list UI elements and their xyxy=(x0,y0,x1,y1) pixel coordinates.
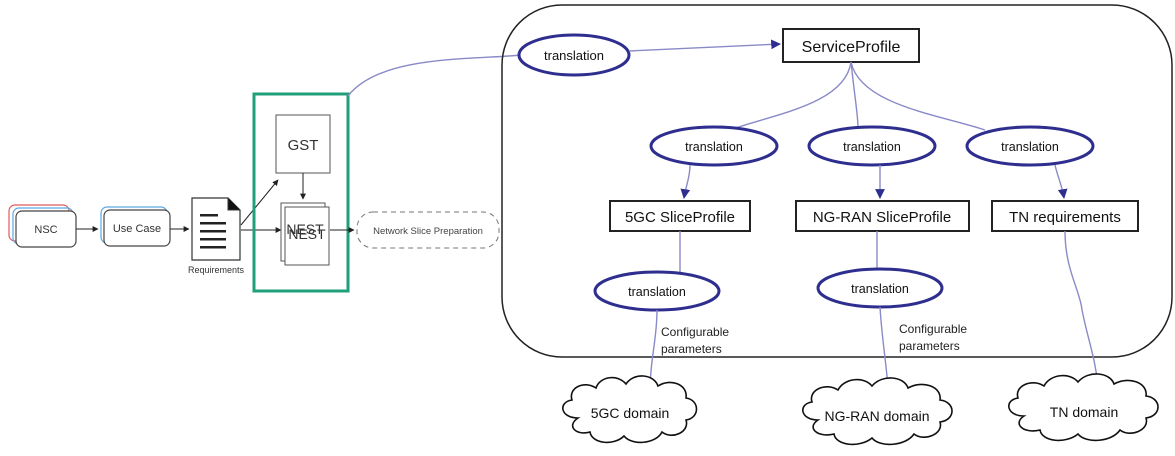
translation-label-5gc-lower: translation xyxy=(628,285,686,299)
translation-ellipse-top xyxy=(517,33,631,77)
translation-label-tn: translation xyxy=(1001,140,1059,154)
domain-ngran-label: NG-RAN domain xyxy=(824,408,929,424)
nest-label-back: NEST xyxy=(286,221,324,237)
translation-label-5gc: translation xyxy=(685,140,743,154)
slice-profile-ngran-node xyxy=(795,200,970,232)
arrow-requirements-gst xyxy=(240,179,279,226)
connector-sp-5gc xyxy=(729,61,852,131)
translation-ellipse-ngran xyxy=(807,125,937,167)
configurable-5gc-line1: Configurable xyxy=(661,325,729,339)
arrow-translation-5gc-profile xyxy=(680,164,691,199)
nest-node: NEST NEST xyxy=(280,202,330,266)
translation-label-top: translation xyxy=(544,48,604,63)
gst-nest-highlight-box xyxy=(252,92,350,293)
service-profile-label: ServiceProfile xyxy=(802,39,901,56)
slice-profile-5gc-node xyxy=(609,200,751,232)
cloud-ngran-domain: NG-RAN domain xyxy=(802,377,953,446)
translation-label-ngran: translation xyxy=(843,140,901,154)
use-case-node: Use Case xyxy=(100,206,171,247)
translation-panel xyxy=(501,4,1173,358)
domain-5gc-label: 5GC domain xyxy=(591,405,670,421)
arrow-translation-serviceprofile xyxy=(628,39,781,52)
tn-requirements-label: TN requirements xyxy=(1009,209,1121,226)
cloud-tn-domain: TN domain xyxy=(1008,373,1159,442)
translation-ellipse-tn xyxy=(965,125,1095,167)
configurable-5gc-line2: parameters xyxy=(661,342,722,356)
use-case-label: Use Case xyxy=(113,223,161,235)
nsc-label: NSC xyxy=(34,224,57,236)
slice-profile-ngran-label: NG-RAN SliceProfile xyxy=(813,209,951,226)
gst-label: GST xyxy=(288,137,319,154)
cloud-5gc-domain: 5GC domain xyxy=(562,375,698,444)
arrow-tn-requirements-domain xyxy=(1064,230,1103,389)
service-profile-node xyxy=(782,28,920,63)
configurable-ngran-line2: parameters xyxy=(899,339,960,353)
gst-node xyxy=(275,114,331,174)
translation-ellipse-5gc xyxy=(649,125,779,167)
requirements-label: Requirements xyxy=(188,265,245,275)
network-slice-preparation-label: Network Slice Preparation xyxy=(373,226,483,237)
tn-requirements-node xyxy=(991,200,1139,232)
connector-sp-ngran xyxy=(850,61,859,129)
configurable-ngran-line1: Configurable xyxy=(899,322,967,336)
slice-profile-5gc-label: 5GC SliceProfile xyxy=(625,209,735,226)
arrow-translation-ngran-domain xyxy=(879,306,893,389)
network-slice-preparation-node xyxy=(356,211,500,249)
connector-highlight-to-translation xyxy=(347,54,523,97)
connector-sp-tn xyxy=(850,61,986,131)
requirements-document-icon xyxy=(191,197,241,261)
arrow-translation-tn-requirements xyxy=(1054,164,1068,199)
domain-tn-label: TN domain xyxy=(1050,404,1118,420)
translation-label-ngran-lower: translation xyxy=(851,282,909,296)
nest-label: NEST xyxy=(288,226,326,242)
nsc-node: NSC xyxy=(8,204,77,248)
